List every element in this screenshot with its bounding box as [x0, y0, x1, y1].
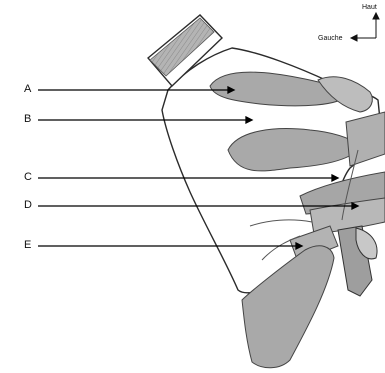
- label-e: E: [24, 240, 31, 251]
- orientation-left-label: Gauche: [318, 35, 343, 42]
- orientation-arrows: [351, 13, 379, 41]
- label-a: A: [24, 84, 31, 95]
- muscle-right-strip: [346, 112, 385, 166]
- label-c: C: [24, 172, 32, 183]
- label-b: B: [24, 114, 31, 125]
- orientation-up-label: Haut: [362, 4, 377, 11]
- label-d: D: [24, 200, 32, 211]
